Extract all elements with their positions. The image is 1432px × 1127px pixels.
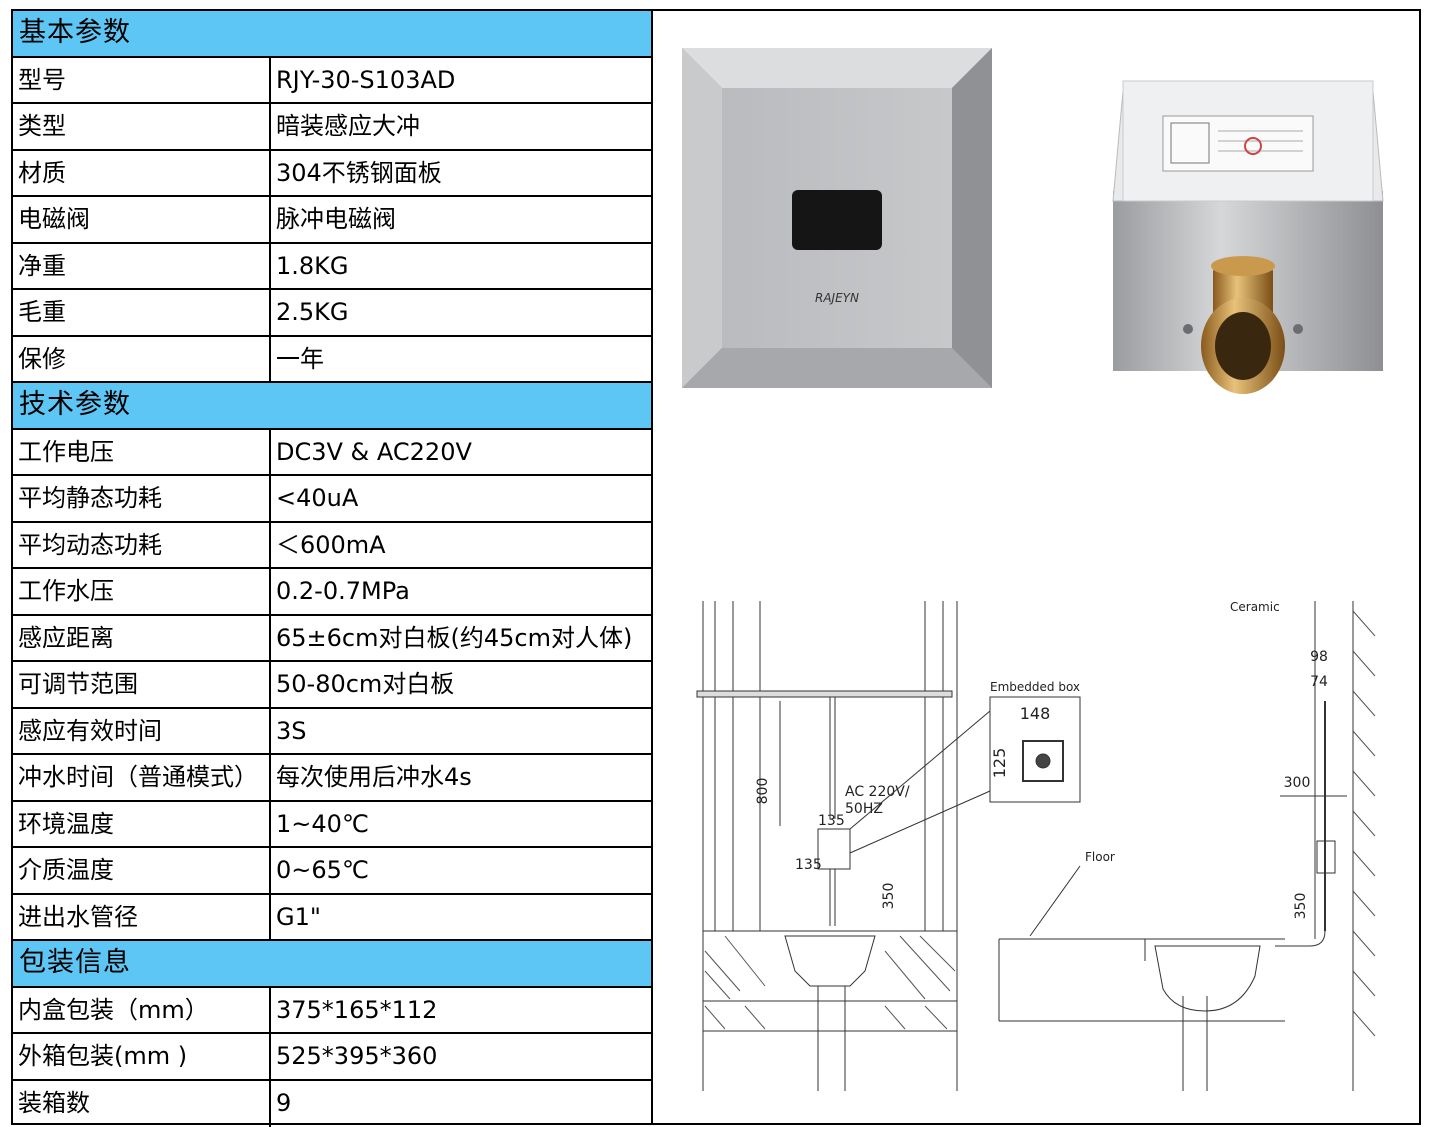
section-title: 基本参数	[19, 17, 131, 48]
param-name: 感应距离	[13, 615, 271, 660]
param-value: 0.2-0.7MPa	[276, 577, 410, 605]
param-value: ＜600mA	[276, 530, 386, 559]
param-value: <40uA	[276, 484, 359, 512]
installation-drawing: 800 135 135 AC 220V/ 50HZ 350 Embedded b…	[696, 600, 1376, 1091]
table-row: 电磁阀脉冲电磁阀	[13, 197, 651, 244]
table-row: 保修一年	[13, 336, 651, 383]
param-value: 65±6cm对白板(约45cm对人体)	[276, 623, 633, 652]
param-value: RJY-30-S103AD	[276, 65, 456, 94]
param-name: 工作水压	[13, 569, 271, 614]
param-value: 暗装感应大冲	[276, 112, 420, 140]
param-value: 1.8KG	[276, 251, 349, 280]
param-value: DC3V & AC220V	[276, 437, 472, 466]
param-value: 1~40℃	[276, 809, 369, 838]
param-name: 型号	[13, 57, 271, 102]
sensor-panel-photo: RAJEYN	[682, 48, 992, 388]
param-value: 3S	[276, 716, 307, 745]
power-label-line1: AC 220V/	[845, 784, 910, 800]
param-name: 材质	[13, 150, 271, 195]
param-value: G1"	[276, 902, 321, 931]
param-value: 375*165*112	[276, 995, 438, 1024]
embedded-box-label: Embedded box	[990, 680, 1080, 694]
power-label-line2: 50HZ	[845, 801, 883, 817]
param-name: 感应有效时间	[13, 708, 271, 753]
param-name: 装箱数	[13, 1080, 271, 1127]
param-name: 环境温度	[13, 801, 271, 846]
param-name: 平均静态功耗	[13, 476, 271, 521]
param-name: 内盒包装（mm）	[13, 987, 271, 1032]
dim-135-side-label: 135	[795, 857, 822, 873]
param-value: 2.5KG	[276, 298, 349, 326]
dim-300-label: 300	[1284, 775, 1311, 791]
table-row: 冲水时间（普通模式）每次使用后冲水4s	[13, 755, 651, 802]
table-row: 外箱包装(mm )525*395*360	[13, 1034, 651, 1081]
table-row: 平均动态功耗＜600mA	[13, 522, 651, 569]
dim-350-left-label: 350	[881, 883, 897, 910]
panel-brand: RAJEYN	[815, 291, 859, 305]
param-name: 介质温度	[13, 848, 271, 893]
dim-74-label: 74	[1310, 674, 1328, 690]
dim-800-label: 800	[755, 778, 771, 805]
section-title: 包装信息	[19, 947, 131, 978]
dim-98-label: 98	[1310, 649, 1328, 665]
table-row: 内盒包装（mm）375*165*112	[13, 987, 651, 1034]
section-title: 技术参数	[19, 389, 131, 420]
param-value: 0~65℃	[276, 856, 369, 884]
param-value: 50-80cm对白板	[276, 670, 455, 698]
param-value: 525*395*360	[276, 1042, 438, 1070]
dim-135-top-label: 135	[818, 813, 845, 829]
param-value: 9	[276, 1088, 292, 1117]
param-value: 304不锈钢面板	[276, 158, 442, 187]
param-name: 工作电压	[13, 429, 271, 474]
media-area: RAJEYN	[655, 11, 1421, 1123]
param-name: 毛重	[13, 290, 271, 335]
box-width-label: 148	[1020, 704, 1051, 723]
param-name: 进出水管径	[13, 894, 271, 939]
param-name: 保修	[13, 336, 271, 381]
floor-label: Floor	[1085, 850, 1115, 864]
table-row: 平均静态功耗<40uA	[13, 476, 651, 523]
param-value: 一年	[276, 344, 324, 373]
param-name: 外箱包装(mm )	[13, 1034, 271, 1079]
embedded-box-photo	[1112, 80, 1384, 394]
param-name: 可调节范围	[13, 662, 271, 707]
section-header-technical: 技术参数	[13, 383, 651, 430]
param-name: 电磁阀	[13, 197, 271, 242]
table-row: 类型暗装感应大冲	[13, 104, 651, 151]
section-header-packing: 包装信息	[13, 941, 651, 988]
param-name: 平均动态功耗	[13, 522, 271, 567]
param-value: 每次使用后冲水4s	[276, 763, 472, 791]
box-height-label: 125	[990, 748, 1009, 779]
section-header-basic: 基本参数	[13, 11, 651, 58]
ceramic-label: Ceramic	[1230, 600, 1280, 614]
param-value: 脉冲电磁阀	[276, 205, 396, 233]
param-name: 净重	[13, 243, 271, 288]
dim-350-right-label: 350	[1293, 893, 1309, 920]
param-name: 冲水时间（普通模式）	[13, 755, 271, 800]
param-name: 类型	[13, 104, 271, 149]
